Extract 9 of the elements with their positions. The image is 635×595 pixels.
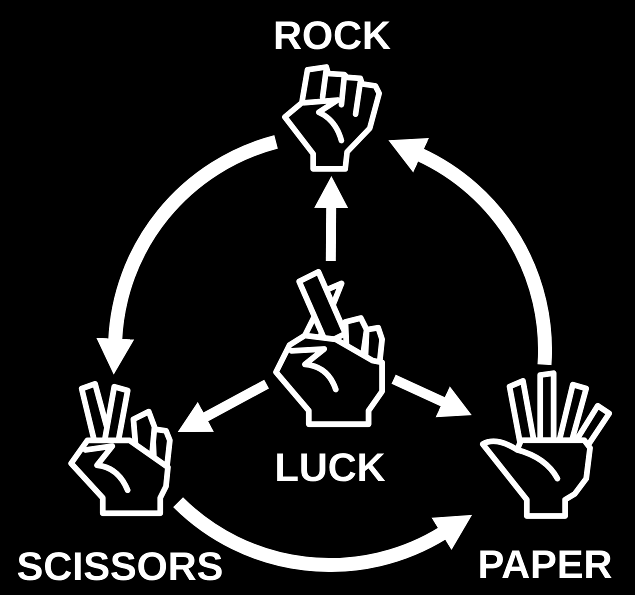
arrow — [96, 135, 278, 374]
arrow — [392, 374, 472, 418]
arrow — [178, 380, 269, 432]
gesture-label: PAPER — [478, 545, 612, 585]
arrow — [389, 138, 552, 365]
gesture-label: SCISSORS — [16, 547, 224, 587]
arrow — [173, 496, 474, 572]
gesture-label: ROCK — [273, 16, 391, 56]
gesture-label: LUCK — [274, 448, 386, 488]
